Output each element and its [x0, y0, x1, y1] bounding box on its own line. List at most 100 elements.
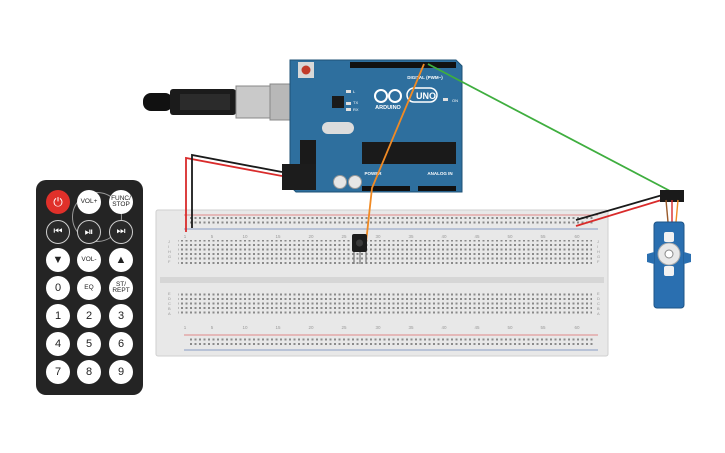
row-letter: G — [597, 254, 600, 259]
column-number: 15 — [275, 234, 281, 239]
volume-down-button[interactable]: VOL- — [77, 248, 101, 272]
row-letter: I — [597, 244, 598, 249]
arduino-model-label: UNO — [416, 91, 436, 101]
digit-5-button[interactable]: 5 — [77, 332, 101, 356]
row-letter: A — [597, 311, 600, 316]
atmega-chip — [362, 142, 456, 164]
up-arrow-icon[interactable]: ▲ — [109, 248, 133, 272]
previous-track-icon[interactable]: ⏮ — [46, 220, 70, 244]
column-number: 60 — [574, 325, 580, 330]
column-number: 35 — [408, 234, 414, 239]
next-track-icon[interactable]: ⏭ — [109, 220, 133, 244]
column-number: 50 — [507, 234, 513, 239]
digit-9-button[interactable]: 9 — [109, 360, 133, 384]
digit-7-button[interactable]: 7 — [46, 360, 70, 384]
black-ground-wire[interactable] — [191, 153, 283, 228]
tx-led-label: TX — [353, 100, 358, 105]
row-letter: D — [597, 296, 600, 301]
ir-receiver[interactable] — [352, 234, 367, 264]
red-servo-power-wire[interactable] — [575, 197, 669, 227]
orange-signal-wire[interactable] — [364, 63, 425, 253]
column-number: 25 — [341, 234, 347, 239]
row-letter: C — [597, 301, 600, 306]
row-letter: F — [597, 259, 600, 264]
down-arrow-icon[interactable]: ▼ — [46, 248, 70, 272]
digit-2-button[interactable]: 2 — [77, 304, 101, 328]
play-pause-icon[interactable]: ⏯ — [77, 220, 101, 244]
digit-0-button[interactable]: 0 — [46, 276, 70, 300]
column-number: 50 — [507, 325, 513, 330]
digital-header — [350, 62, 456, 68]
column-number: 40 — [441, 325, 447, 330]
column-number: 45 — [474, 234, 480, 239]
power-icon[interactable]: ⏻ — [46, 190, 70, 214]
wires[interactable] — [185, 63, 673, 253]
row-letter: C — [168, 301, 171, 306]
column-number: 1 — [184, 234, 187, 239]
row-letter: H — [168, 249, 171, 254]
on-led-label: ON — [452, 98, 458, 103]
arduino-logo — [374, 87, 438, 103]
terminal-strip-bottom[interactable] — [178, 292, 592, 316]
column-number: 60 — [574, 234, 580, 239]
row-letter: F — [168, 259, 171, 264]
analog-in-label: ANALOG IN — [427, 171, 452, 176]
row-letter: G — [168, 254, 171, 259]
column-number: 55 — [540, 325, 546, 330]
red-power-wire[interactable] — [185, 156, 283, 232]
digit-6-button[interactable]: 6 — [109, 332, 133, 356]
digit-4-button[interactable]: 4 — [46, 332, 70, 356]
column-number: 5 — [211, 325, 214, 330]
st-rept-button[interactable]: ST/ REPT — [109, 276, 133, 300]
rx-led-label: RX — [353, 107, 359, 112]
row-letter: H — [597, 249, 600, 254]
column-number: 1 — [184, 325, 187, 330]
column-number: 45 — [474, 325, 480, 330]
digit-3-button[interactable]: 3 — [109, 304, 133, 328]
column-number: 20 — [308, 234, 314, 239]
column-number: 35 — [408, 325, 414, 330]
bottom-power-rail[interactable] — [188, 338, 594, 347]
column-number: 25 — [341, 325, 347, 330]
row-letter: A — [168, 311, 171, 316]
arduino-logo-label: ARDUINO — [375, 105, 401, 111]
digit-1-button[interactable]: 1 — [46, 304, 70, 328]
l-led-label: L — [353, 89, 356, 94]
column-number: 40 — [441, 234, 447, 239]
column-number: 30 — [375, 325, 381, 330]
row-letter: J — [168, 239, 170, 244]
power-jack[interactable] — [282, 164, 316, 190]
row-letter: E — [597, 291, 600, 296]
eq-button[interactable]: EQ — [77, 276, 101, 300]
row-letter: E — [168, 291, 171, 296]
row-letter: D — [168, 296, 171, 301]
column-number: 55 — [540, 234, 546, 239]
servo-motor[interactable] — [647, 190, 691, 309]
row-letter: I — [168, 244, 169, 249]
volume-up-button[interactable]: VOL+ — [77, 190, 101, 214]
power-label: POWER — [364, 171, 382, 176]
row-letter: B — [597, 306, 600, 311]
func-stop-button[interactable]: FUNC/ STOP — [109, 190, 133, 214]
column-number: 15 — [275, 325, 281, 330]
column-number: 20 — [308, 325, 314, 330]
black-servo-ground-wire[interactable] — [575, 193, 667, 221]
green-servo-signal-wire[interactable] — [427, 63, 673, 193]
column-number: 5 — [211, 234, 214, 239]
column-number: 30 — [375, 234, 381, 239]
row-letter: J — [597, 239, 599, 244]
usb-cable[interactable] — [143, 83, 315, 121]
top-power-rail[interactable] — [188, 217, 594, 226]
digital-pwm-label: DIGITAL (PWM~) — [407, 75, 443, 80]
digit-8-button[interactable]: 8 — [77, 360, 101, 384]
column-number: 10 — [242, 325, 248, 330]
column-number: 10 — [242, 234, 248, 239]
arduino-uno-board[interactable]: UNO ARDUINO DIGITAL (PWM~) POWER ANALOG … — [282, 59, 463, 193]
terminal-strip-top[interactable] — [178, 240, 592, 264]
